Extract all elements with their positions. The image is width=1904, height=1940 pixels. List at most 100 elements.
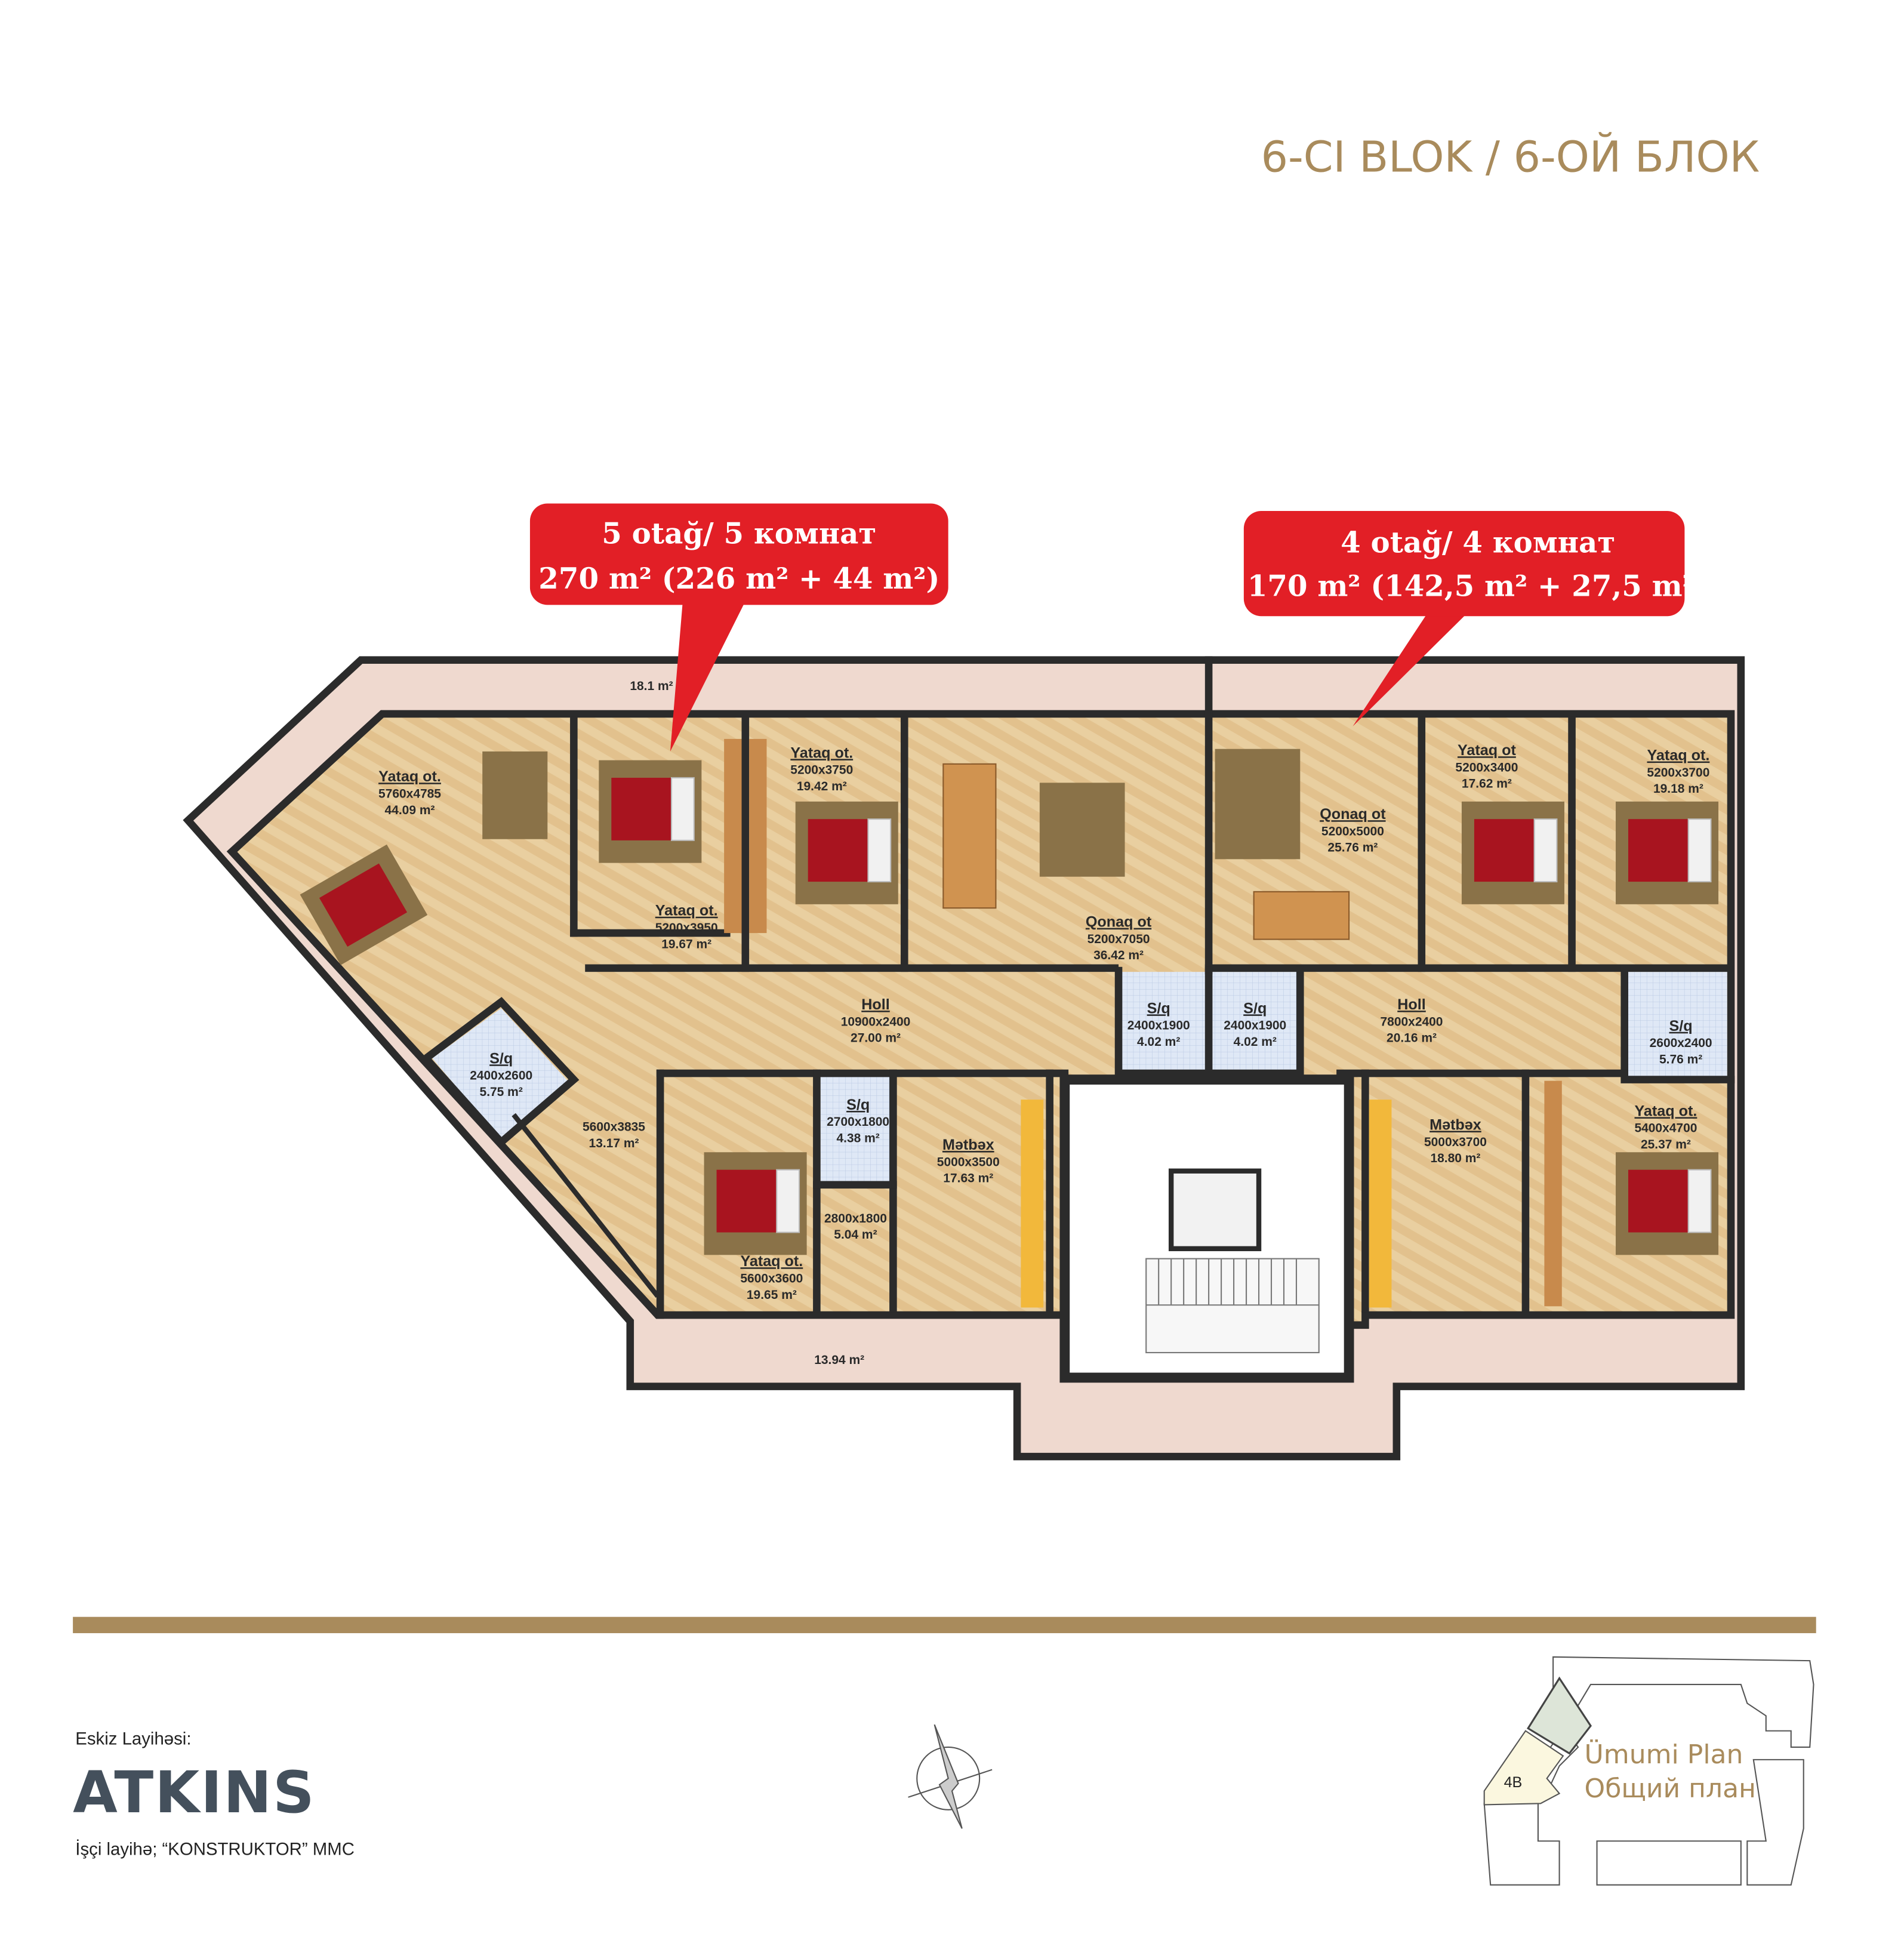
room-area: 25.76 m² — [1327, 841, 1378, 855]
room-name: Qonaq ot — [1086, 914, 1152, 931]
pillow — [867, 818, 892, 883]
room-area: 19.42 m² — [797, 780, 847, 793]
room-dimensions: 5760x4785 — [378, 787, 441, 801]
callout-5-rooms: 5 otağ/ 5 комнат 270 m² (226 m² + 44 m²) — [529, 503, 948, 752]
room-area: 4.02 m² — [1234, 1035, 1277, 1049]
callout-4-rooms: 4 otağ/ 4 комнат 170 m² (142,5 m² + 27,5… — [1243, 511, 1709, 726]
room-dimensions: 5600x3835 — [583, 1120, 645, 1134]
kitchen-counter — [1021, 1100, 1044, 1308]
room-name: Yataq ot. — [378, 768, 441, 785]
design-label: Eskiz Layihəsi: — [75, 1729, 191, 1749]
sofa-set — [1215, 749, 1301, 860]
site-plan-title-ru: Общий план — [1585, 1773, 1756, 1804]
room-name: Holl — [861, 996, 890, 1013]
dining-table — [1253, 891, 1350, 940]
room-dimensions: 5200x3750 — [790, 763, 853, 777]
room-label: Yataq ot. 5400x4700 25.37 m² — [1634, 1103, 1697, 1151]
sofa-set — [1039, 783, 1125, 877]
room-name: Mətbəx — [942, 1137, 994, 1153]
pillow — [776, 1169, 800, 1233]
room-name: S/q — [1147, 1000, 1170, 1017]
room-dimensions: 5000x3500 — [937, 1155, 1000, 1169]
room-dimensions: 5200x7050 — [1087, 932, 1150, 946]
bathroom-floor — [432, 1008, 571, 1140]
room-name: S/q — [1243, 1000, 1267, 1017]
callout-rooms-text: 5 otağ/ 5 комнат — [602, 518, 876, 551]
bathroom-floor — [1624, 972, 1727, 1079]
room-dimensions: 5200x3700 — [1647, 766, 1709, 780]
bed — [319, 863, 408, 947]
elevator — [1168, 1168, 1262, 1252]
kitchen-counter — [1369, 1100, 1392, 1308]
room-area: 19.65 m² — [747, 1288, 797, 1302]
room-name: Yataq ot. — [1635, 1103, 1697, 1119]
callout-rooms-text: 4 otağ/ 4 комнат — [1341, 526, 1615, 559]
callout-area-text: 170 m² (142,5 m² + 27,5 m²) — [1247, 570, 1709, 603]
room-name: Holl — [1397, 996, 1426, 1013]
room-label: Holl 10900x2400 27.00 m² — [841, 996, 911, 1045]
room-dimensions: 2700x1800 — [827, 1115, 889, 1129]
room-area: 4.38 m² — [837, 1131, 880, 1145]
room-dimensions: 5400x4700 — [1634, 1122, 1697, 1135]
room-area: 27.00 m² — [851, 1031, 901, 1045]
room-dimensions: 5200x3400 — [1455, 760, 1518, 774]
sofa-set — [482, 751, 548, 839]
atkins-logo: ATKINS — [73, 1759, 316, 1826]
room-area: 19.67 m² — [661, 937, 711, 951]
pillow — [1533, 818, 1558, 883]
room-dimensions: 5200x3950 — [655, 921, 718, 935]
room-label: S/q 2400x1900 4.02 m² — [1127, 1000, 1190, 1049]
room-area: 17.62 m² — [1462, 777, 1512, 791]
working-design-label: İşçi layihə; “KONSTRUKTOR” MMC — [75, 1839, 355, 1859]
room-area: 5.76 m² — [1659, 1052, 1702, 1066]
room-dimensions: 2400x2600 — [470, 1069, 532, 1083]
room-area: 4.02 m² — [1137, 1035, 1180, 1049]
room-name: Mətbəx — [1429, 1117, 1481, 1134]
room-dimensions: 2400x1900 — [1127, 1019, 1190, 1033]
room-area: 18.80 m² — [1430, 1151, 1480, 1165]
room-name: S/q — [846, 1097, 870, 1113]
room-area: 17.63 m² — [943, 1172, 993, 1185]
interior-walls — [420, 656, 1735, 1319]
footer-divider — [73, 1616, 1816, 1633]
room-dimensions: 5000x3700 — [1424, 1135, 1487, 1149]
room-name: Yataq ot. — [655, 903, 718, 919]
dining-table — [942, 763, 997, 909]
room-label: Mətbəx 5000x3500 17.63 m² — [937, 1137, 1000, 1185]
balcony-area-label: 18.1 m² — [630, 679, 673, 693]
wardrobe — [724, 738, 742, 934]
callout-area-text: 270 m² (226 m² + 44 m²) — [538, 562, 939, 596]
compass-icon — [908, 1724, 993, 1829]
room-label: 5600x3835 13.17 m² — [583, 1120, 645, 1150]
wardrobe — [1544, 1080, 1562, 1307]
pillow — [670, 777, 695, 841]
room-area: 5.04 m² — [834, 1228, 877, 1242]
room-dimensions: 7800x2400 — [1381, 1015, 1443, 1028]
pillow — [1687, 818, 1712, 883]
room-name: Yataq ot. — [740, 1253, 803, 1270]
room-dimensions: 10900x2400 — [841, 1015, 911, 1028]
room-area: 20.16 m² — [1387, 1031, 1437, 1045]
room-area: 13.17 m² — [589, 1137, 639, 1150]
room-dimensions: 2600x2400 — [1650, 1036, 1712, 1050]
room-name: S/q — [489, 1050, 513, 1067]
room-dimensions: 2800x1800 — [824, 1212, 887, 1225]
block-4b-label: 4B — [1504, 1774, 1523, 1791]
staircase — [1145, 1258, 1320, 1354]
pillow — [1687, 1169, 1712, 1233]
room-area: 25.37 m² — [1641, 1138, 1691, 1151]
room-dimensions: 5200x5000 — [1321, 824, 1384, 838]
